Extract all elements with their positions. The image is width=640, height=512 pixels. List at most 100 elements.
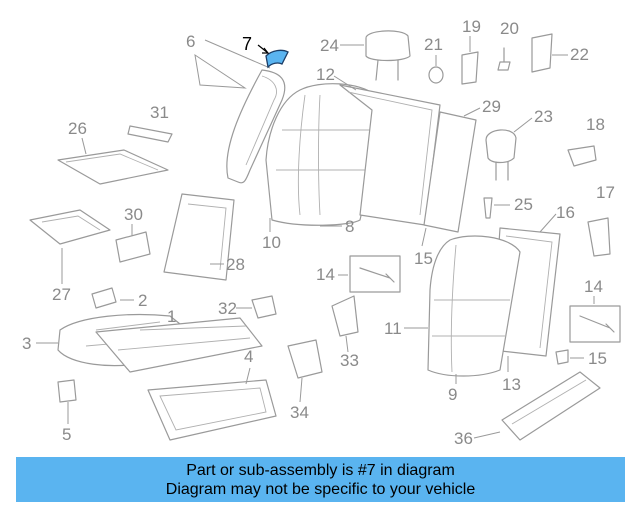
callout-34-leader: [345, 335, 349, 353]
part-14-a-box: [349, 255, 401, 293]
callout-17-leader: [539, 213, 557, 233]
part-22: [428, 66, 444, 84]
callout-16: 15: [414, 249, 433, 268]
callout-6: 6: [186, 32, 195, 51]
callout-21: 20: [500, 19, 519, 38]
callout-36-leader: [473, 431, 501, 439]
callout-33: 32: [218, 299, 237, 318]
part-24-headrest: [485, 129, 517, 164]
callout-30: 29: [482, 97, 501, 116]
callout-27: 26: [68, 119, 87, 138]
part-4-detail: [159, 387, 267, 431]
callout-25: 24: [320, 36, 339, 55]
callout-16-leader: [421, 227, 427, 247]
part-6-bracket: [194, 53, 247, 89]
callout-9: 9: [448, 385, 457, 404]
part-9-seam-3: [450, 244, 457, 373]
part-30-panel: [423, 111, 477, 233]
callout-24: 23: [534, 107, 553, 126]
callout-35-leader: [299, 377, 303, 403]
part-4-frame: [147, 379, 277, 441]
part-9-seatback: [427, 235, 521, 377]
part-7-highlighted[interactable]: [265, 49, 289, 69]
callout-7: 7: [242, 34, 252, 54]
part-29-frame: [163, 193, 235, 281]
callout-12-leader: [333, 75, 357, 91]
callout-10: 10: [262, 233, 281, 252]
parts-diagram: 6 7 24 12 8 10 29 15 19 20 21 22 23 18: [22, 17, 621, 448]
part-8-seam-1: [297, 94, 306, 216]
part-2: [91, 287, 117, 309]
part-6-detail: [245, 75, 277, 166]
part-23: [531, 33, 553, 73]
callout-18: 17: [596, 183, 615, 202]
callout-4: 4: [244, 347, 253, 366]
part-8-seam-2: [318, 94, 321, 216]
caption-banner: Part or sub-assembly is #7 in diagram Di…: [16, 457, 625, 502]
part-27-detail: [65, 153, 159, 171]
part-6-leader: [204, 39, 271, 69]
part-19: [567, 145, 597, 167]
part-31: [115, 231, 151, 263]
callout-8: 8: [345, 217, 354, 236]
callout-14-a: 14: [316, 265, 335, 284]
part-32: [127, 125, 173, 143]
part-33: [251, 295, 277, 319]
part-6-label-group: 6: [186, 32, 271, 89]
part-36: [501, 371, 601, 441]
part-25-post-left: [375, 59, 379, 81]
part-17-detail: [505, 235, 553, 349]
callout-36: 36: [454, 429, 473, 448]
callout-5: 5: [62, 425, 71, 444]
callout-34: 33: [340, 351, 359, 370]
part-28-detail: [41, 215, 101, 231]
callout-24-leader: [513, 117, 533, 133]
part-29-detail: [187, 203, 227, 271]
callout-1: 1: [167, 307, 176, 326]
part-27: [57, 149, 169, 185]
part-26-bolt: [483, 197, 493, 219]
part-14-a-bolt: [359, 267, 395, 283]
part-1-detail: [117, 325, 251, 351]
callout-23: 22: [570, 45, 589, 64]
callout-35: 34: [290, 403, 309, 422]
part-28: [29, 209, 111, 245]
part-5: [57, 379, 77, 403]
callout-20: 19: [462, 17, 481, 36]
part-35: [287, 339, 323, 379]
callout-2: 2: [138, 291, 147, 310]
callout-19: 18: [586, 115, 605, 134]
callout-3: 3: [22, 334, 31, 353]
callout-22: 21: [424, 35, 443, 54]
callout-4-leader: [245, 367, 251, 385]
part-8-seatback-cover: [265, 83, 386, 226]
callout-15: 15: [588, 349, 607, 368]
part-6-bolster: [226, 69, 286, 184]
part-20: [461, 51, 479, 85]
callout-26: 25: [514, 195, 533, 214]
part-15: [555, 349, 569, 365]
callout-28: 27: [52, 285, 71, 304]
callout-17: 16: [556, 203, 575, 222]
part-14-b-box: [569, 305, 621, 343]
callout-27-leader: [81, 137, 87, 155]
part-12-frame: [339, 84, 441, 226]
part-1-cushion: [95, 317, 263, 373]
callout-11: 11: [384, 319, 402, 338]
callout-30-leader: [463, 107, 481, 117]
part-21-clip: [497, 47, 511, 71]
part-12-frame-detail: [347, 91, 433, 216]
part-7-arrowhead: [262, 47, 270, 54]
callout-31: 30: [124, 205, 143, 224]
part-36-detail: [511, 379, 587, 425]
callout-29: 28: [226, 255, 245, 274]
callout-12: 12: [316, 65, 335, 84]
caption-line-2: Diagram may not be specific to your vehi…: [165, 481, 476, 498]
part-25-headrest: [365, 30, 411, 62]
caption-line-1: Part or sub-assembly is #7 in diagram: [186, 462, 455, 479]
part-34: [331, 295, 359, 337]
callout-14-b: 14: [584, 277, 603, 296]
part-18: [587, 217, 611, 257]
callout-13: 13: [502, 375, 521, 394]
part-14-b-bolt: [579, 315, 615, 333]
